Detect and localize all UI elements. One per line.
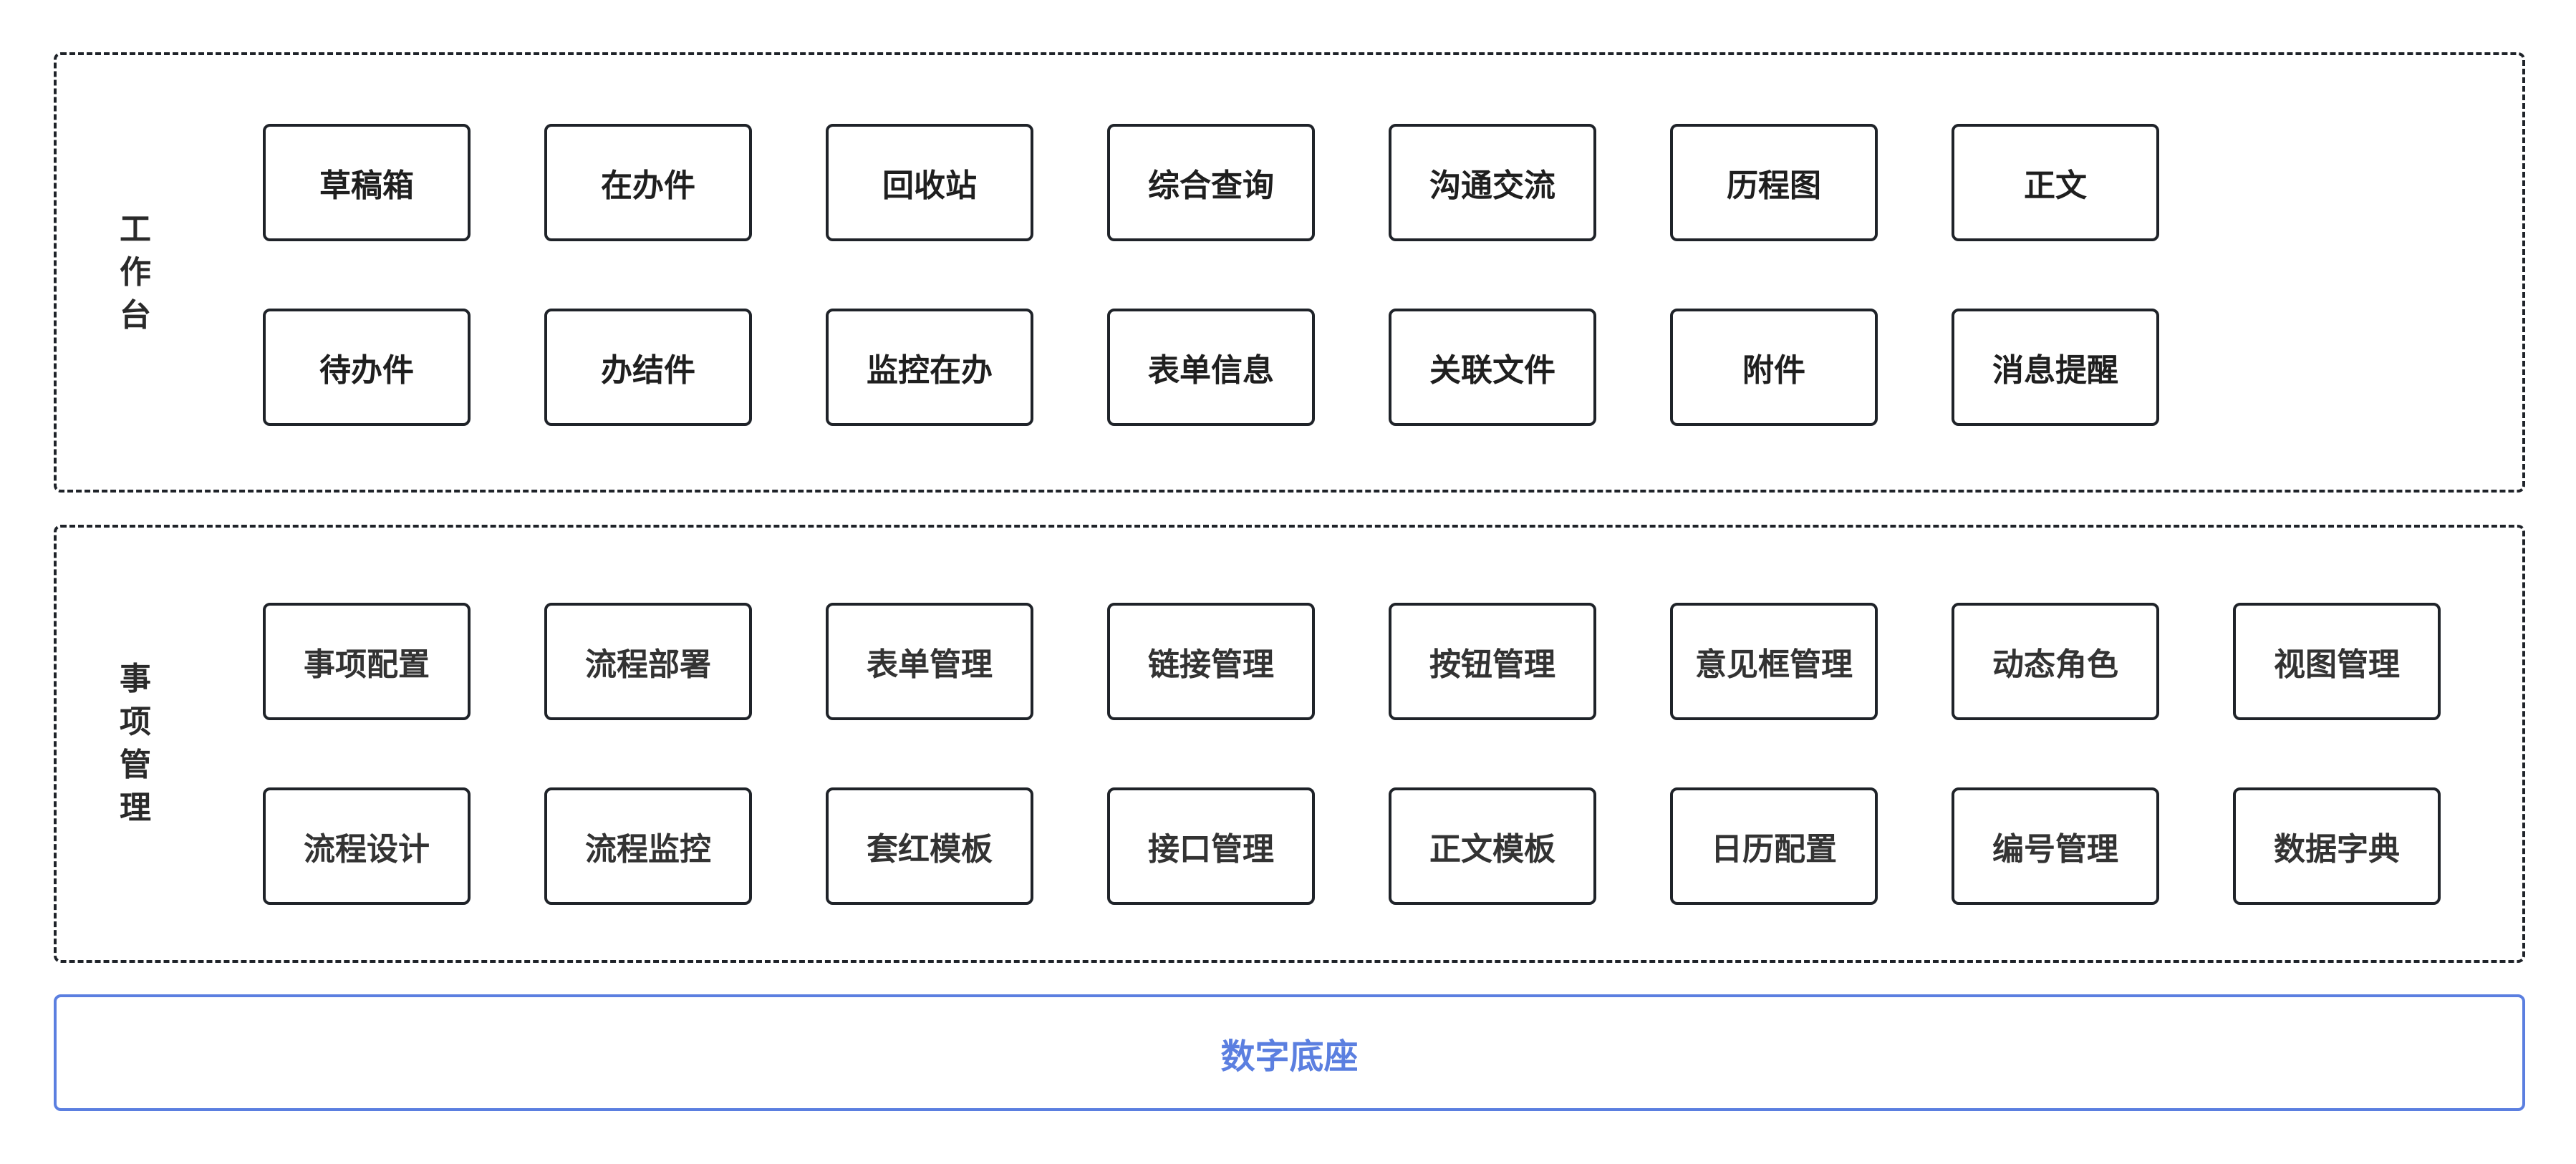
box-general-query[interactable]: 综合查询	[1107, 124, 1315, 241]
box-item-config[interactable]: 事项配置	[263, 603, 471, 720]
box-drafts[interactable]: 草稿箱	[263, 124, 471, 241]
box-text-template[interactable]: 正文模板	[1389, 787, 1596, 905]
box-main-text[interactable]: 正文	[1952, 124, 2159, 241]
box-communication[interactable]: 沟通交流	[1389, 124, 1596, 241]
box-recycle-bin[interactable]: 回收站	[826, 124, 1033, 241]
box-attachments[interactable]: 附件	[1670, 309, 1878, 426]
item-management-title: 事 项 管 理	[57, 528, 214, 960]
box-interface-management[interactable]: 接口管理	[1107, 787, 1315, 905]
digital-base-bar[interactable]: 数字底座	[54, 994, 2525, 1111]
box-opinion-box-management[interactable]: 意见框管理	[1670, 603, 1878, 720]
box-completed[interactable]: 办结件	[544, 309, 752, 426]
box-notifications[interactable]: 消息提醒	[1952, 309, 2159, 426]
workbench-section: 工 作 台 草稿箱 在办件 回收站 综合查询 沟通交流 历程图 正文 待办件 办…	[54, 52, 2525, 493]
workbench-title: 工 作 台	[57, 55, 214, 490]
box-monitor-active[interactable]: 监控在办	[826, 309, 1033, 426]
box-in-progress[interactable]: 在办件	[544, 124, 752, 241]
box-flow-monitor[interactable]: 流程监控	[544, 787, 752, 905]
workbench-title-char: 工	[120, 210, 151, 248]
box-numbering-management[interactable]: 编号管理	[1952, 787, 2159, 905]
box-red-header-template[interactable]: 套红模板	[826, 787, 1033, 905]
box-flow-deploy[interactable]: 流程部署	[544, 603, 752, 720]
workbench-title-char: 作	[120, 253, 151, 291]
box-calendar-config[interactable]: 日历配置	[1670, 787, 1878, 905]
item-management-title-char: 事	[120, 661, 151, 697]
box-view-management[interactable]: 视图管理	[2233, 603, 2441, 720]
box-button-management[interactable]: 按钮管理	[1389, 603, 1596, 720]
item-management-title-char: 项	[120, 704, 151, 740]
item-management-title-char: 理	[120, 790, 151, 826]
workbench-title-char: 台	[120, 296, 151, 334]
box-pending[interactable]: 待办件	[263, 309, 471, 426]
box-dynamic-role[interactable]: 动态角色	[1952, 603, 2159, 720]
item-management-section: 事 项 管 理 事项配置 流程部署 表单管理 链接管理 按钮管理 意见框管理 动…	[54, 525, 2525, 963]
box-form-info[interactable]: 表单信息	[1107, 309, 1315, 426]
box-data-dictionary[interactable]: 数据字典	[2233, 787, 2441, 905]
box-link-management[interactable]: 链接管理	[1107, 603, 1315, 720]
box-form-management[interactable]: 表单管理	[826, 603, 1033, 720]
item-management-title-char: 管	[120, 747, 151, 783]
box-flow-design[interactable]: 流程设计	[263, 787, 471, 905]
box-related-files[interactable]: 关联文件	[1389, 309, 1596, 426]
box-history-chart[interactable]: 历程图	[1670, 124, 1878, 241]
